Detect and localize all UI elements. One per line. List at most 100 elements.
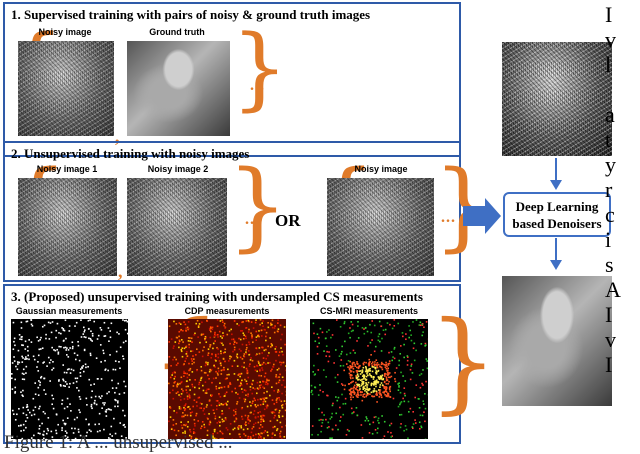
speckle <box>339 407 341 409</box>
speckle <box>407 364 409 366</box>
speckle <box>262 381 264 383</box>
speckle <box>213 378 215 380</box>
speckle <box>86 404 88 406</box>
speckle <box>80 398 82 400</box>
speckle <box>73 370 75 372</box>
speckle <box>103 404 105 406</box>
speckle <box>235 392 237 394</box>
speckle <box>237 365 239 367</box>
speckle <box>393 325 395 327</box>
speckle <box>261 367 263 369</box>
speckle <box>80 368 82 370</box>
speckle <box>194 379 196 381</box>
speckle <box>58 379 60 381</box>
speckle <box>338 397 340 399</box>
speckle <box>171 338 173 340</box>
speckle <box>53 367 55 369</box>
caption-cs-mri: CS-MRI measurements <box>310 306 428 316</box>
speckle <box>400 372 402 374</box>
speckle <box>363 394 365 396</box>
speckle <box>419 374 421 376</box>
speckle <box>190 412 192 414</box>
speckle <box>226 377 228 379</box>
speckle <box>366 373 368 375</box>
speckle <box>243 338 245 340</box>
speckle <box>83 336 85 338</box>
speckle <box>386 376 388 378</box>
speckle <box>115 360 117 362</box>
speckle <box>345 398 347 400</box>
speckle <box>312 425 314 427</box>
speckle <box>407 355 409 357</box>
speckle <box>259 353 261 355</box>
speckle <box>224 361 226 363</box>
speckle <box>12 388 14 390</box>
speckle <box>213 409 215 411</box>
speckle <box>17 361 19 363</box>
speckle <box>183 372 185 374</box>
speckle <box>349 383 351 385</box>
speckle <box>214 332 216 334</box>
speckle <box>176 323 178 325</box>
speckle <box>250 357 252 359</box>
speckle <box>342 403 344 405</box>
speckle <box>124 320 126 322</box>
speckle <box>382 369 384 371</box>
speckle <box>258 362 260 364</box>
speckle <box>28 358 30 360</box>
speckle <box>424 345 426 347</box>
panel-supervised: 1. Supervised training with pairs of noi… <box>3 2 461 157</box>
speckle <box>366 379 368 381</box>
denoiser-label-line2: based Denoisers <box>505 215 609 232</box>
speckle <box>22 378 24 380</box>
speckle <box>48 322 50 324</box>
speckle <box>400 345 402 347</box>
speckle <box>225 393 227 395</box>
speckle <box>281 426 283 428</box>
speckle <box>262 426 264 428</box>
speckle <box>252 387 254 389</box>
speckle <box>405 425 407 427</box>
speckle <box>13 348 15 350</box>
speckle <box>246 368 248 370</box>
speckle <box>349 373 351 375</box>
speckle <box>85 419 87 421</box>
speckle <box>391 423 393 425</box>
speckle <box>239 397 241 399</box>
speckle <box>180 323 182 325</box>
speckle <box>204 338 206 340</box>
speckle <box>349 361 351 363</box>
speckle <box>109 330 111 332</box>
speckle <box>204 427 206 429</box>
speckle <box>49 362 51 364</box>
speckle <box>257 416 259 418</box>
speckle <box>372 366 374 368</box>
speckle <box>186 373 188 375</box>
speckle <box>20 425 22 427</box>
speckle <box>343 365 345 367</box>
speckle <box>81 336 83 338</box>
speckle <box>283 436 285 438</box>
speckle <box>107 370 109 372</box>
speckle <box>377 432 379 434</box>
speckle <box>311 434 313 436</box>
speckle <box>173 419 175 421</box>
speckle <box>168 421 170 423</box>
speckle <box>326 331 328 333</box>
speckle <box>267 384 269 386</box>
speckle <box>267 405 269 407</box>
speckle <box>400 392 402 394</box>
speckle <box>203 424 205 426</box>
speckle <box>274 434 276 436</box>
speckle <box>235 420 237 422</box>
speckle <box>27 417 29 419</box>
speckle <box>195 323 197 325</box>
speckle <box>355 382 357 384</box>
speckle <box>179 322 181 324</box>
speckle <box>357 392 359 394</box>
speckle <box>246 347 248 349</box>
speckle <box>220 396 222 398</box>
speckle <box>352 362 354 364</box>
speckle <box>97 378 99 380</box>
speckle <box>31 323 33 325</box>
